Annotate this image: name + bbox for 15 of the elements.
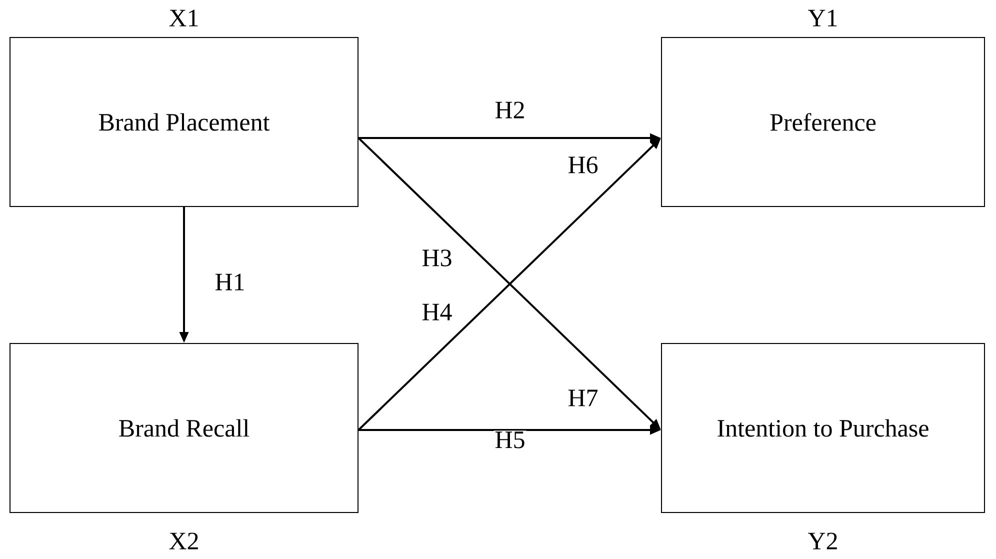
hypothesis-label: H7 <box>566 388 600 408</box>
concept-box: Brand Recall <box>10 342 358 513</box>
edge-label: H4 <box>420 302 454 322</box>
variable-label: Y1 <box>808 10 837 26</box>
concept-box: Preference <box>661 37 985 207</box>
variable-label: Y2 <box>808 532 837 550</box>
edge-label: H1 <box>214 272 246 292</box>
concept-box: Intention to Purchase <box>661 342 985 513</box>
hypothesis-label: H6 <box>566 156 600 174</box>
concept-box: Brand Placement <box>10 37 358 207</box>
variable-label: X1 <box>169 10 198 26</box>
edge-label: H5 <box>494 430 526 450</box>
edge-label: H2 <box>494 100 526 120</box>
edge-label: H3 <box>420 248 454 268</box>
variable-label: X2 <box>169 532 198 550</box>
